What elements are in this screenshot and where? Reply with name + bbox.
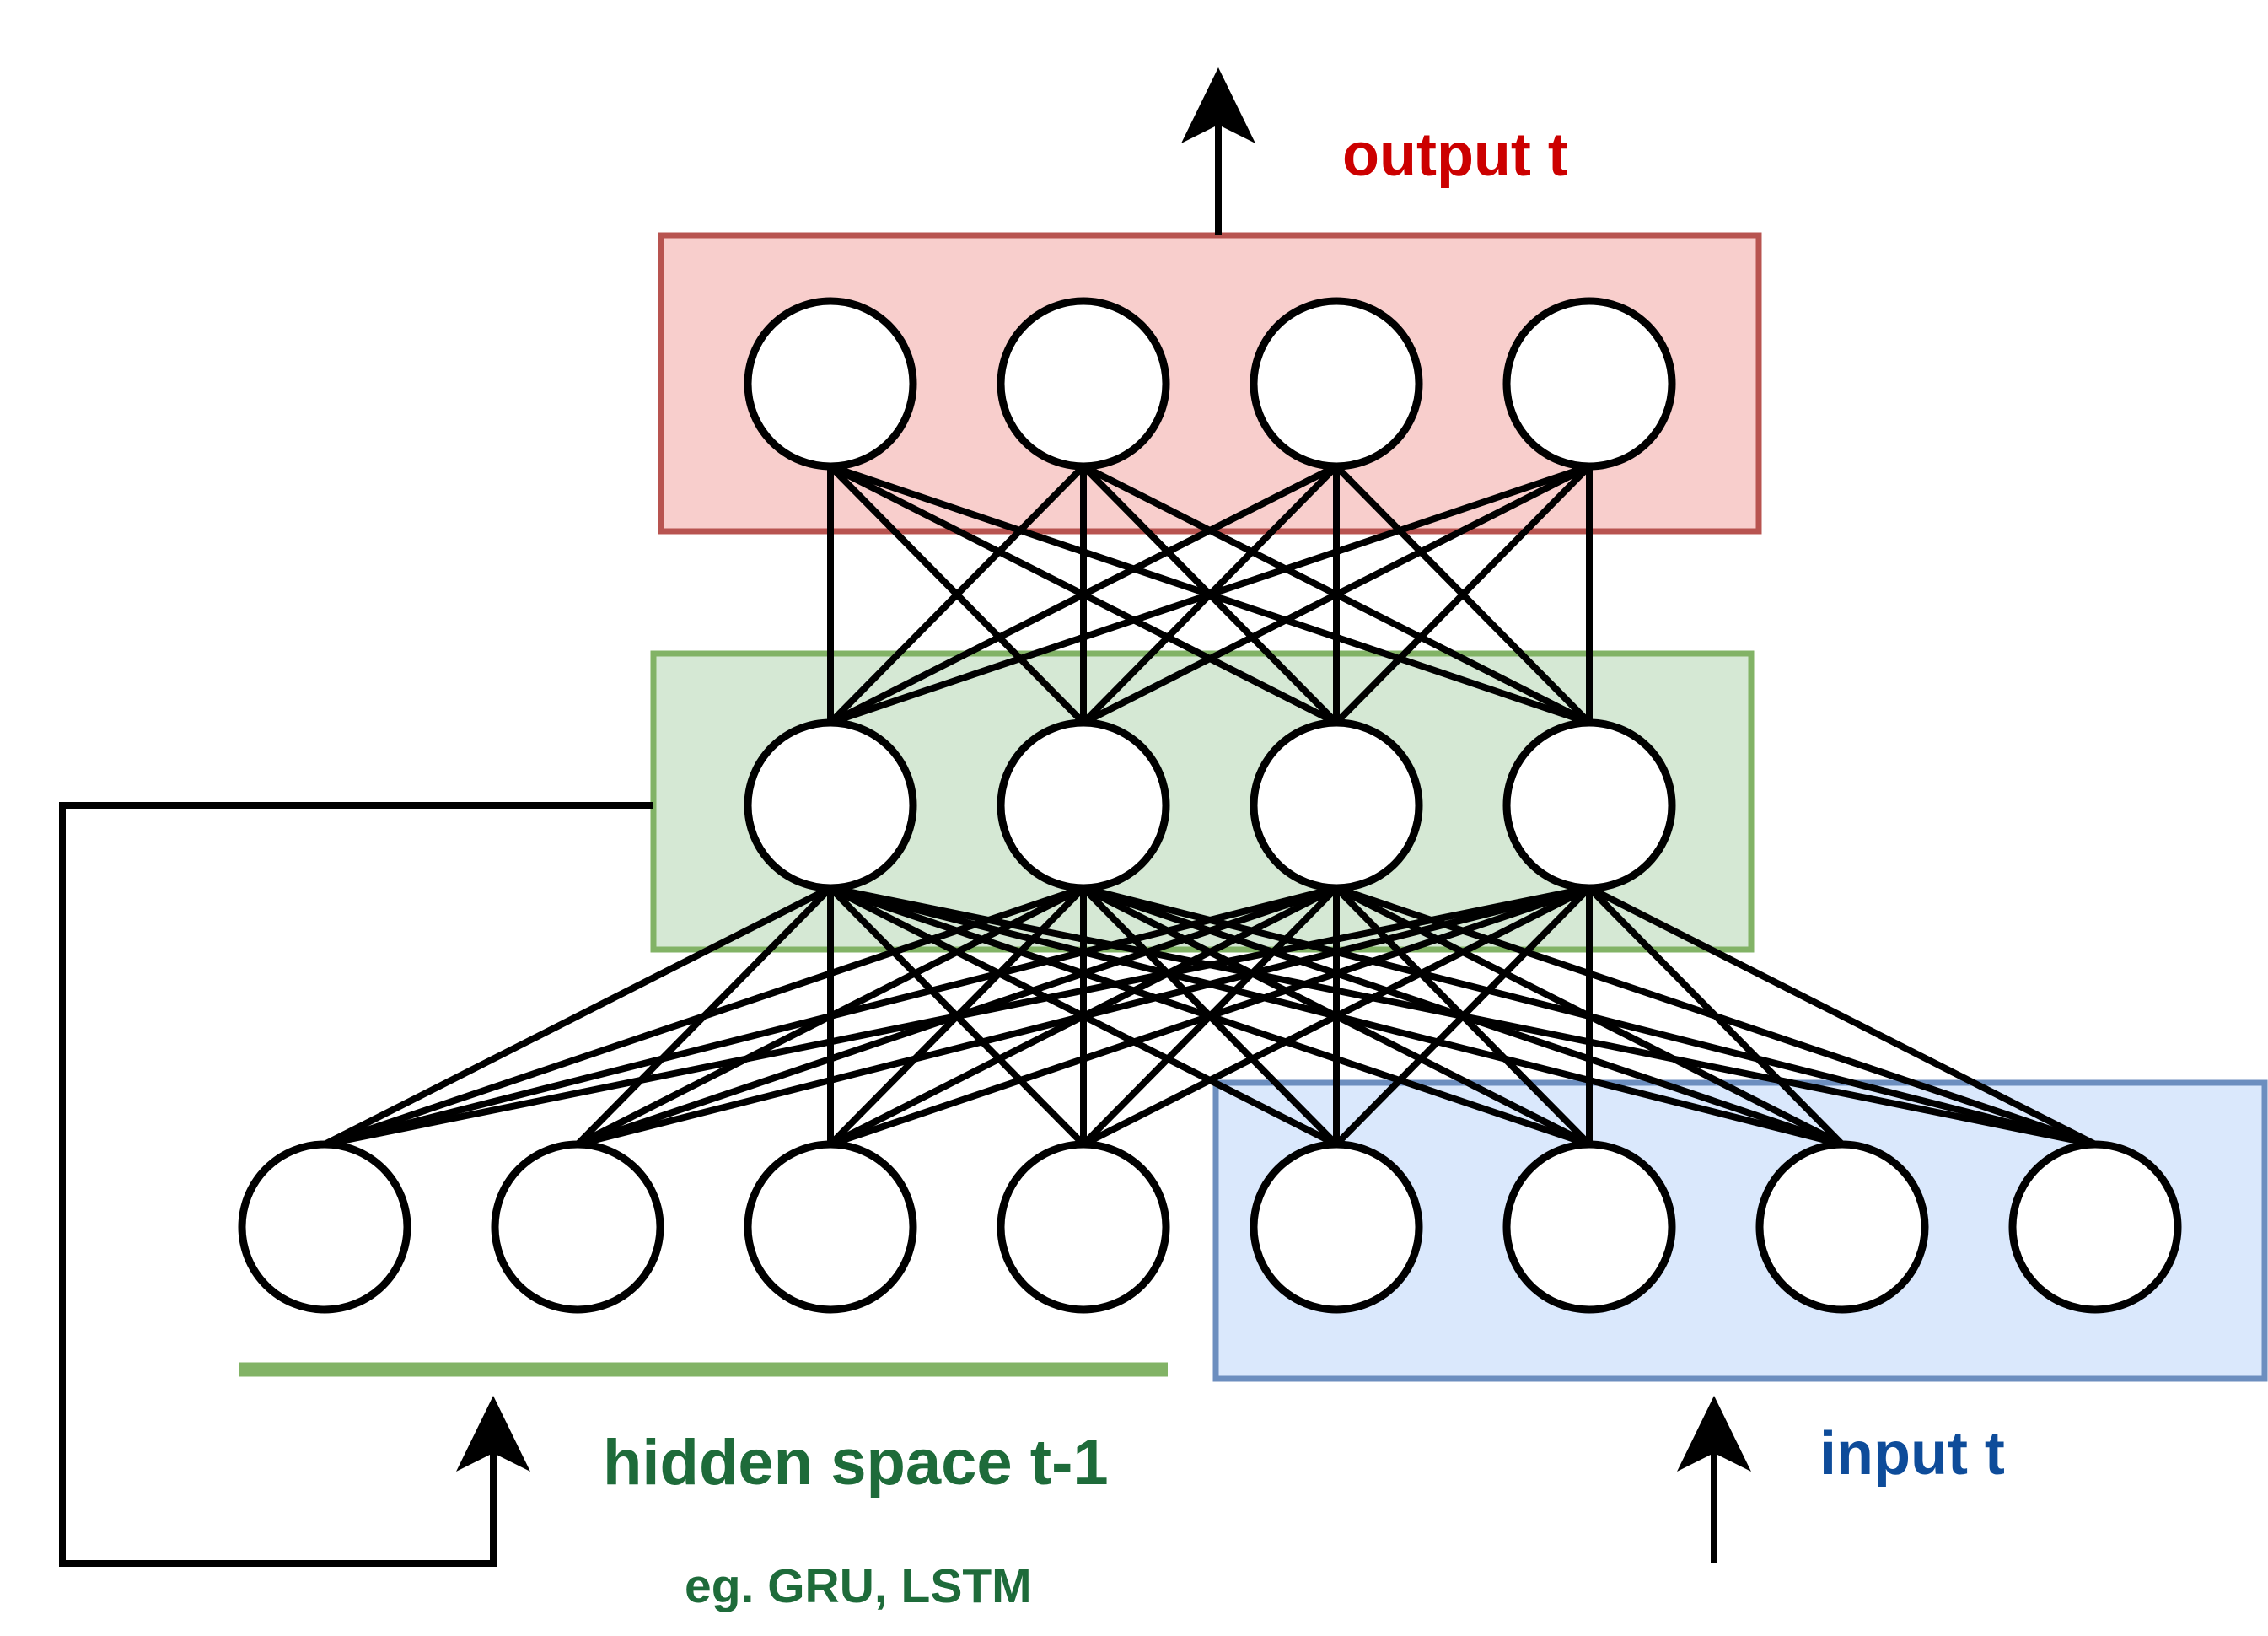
input-to-hidden-edge [577,885,1590,1148]
hidden-to-output-edge [1082,463,1591,726]
input-neuron [1502,1140,1676,1314]
input-neuron [2008,1140,2182,1314]
input-label: input t [1819,1420,2005,1488]
recurrent-feedback-line [59,802,653,1567]
input-neuron [1755,1140,1929,1314]
hidden-neuron [1250,718,1423,892]
input-arrowhead [1677,1396,1751,1472]
hidden-to-output-edge [829,463,1338,726]
hidden-neuron [744,718,917,892]
input-to-hidden-edge [1587,885,1845,1147]
input-neuron [1250,1140,1423,1314]
hidden-to-output-edge [828,464,1086,725]
input-to-hidden-edge [323,885,1085,1148]
output-neuron [997,297,1170,471]
output-arrowhead [1181,67,1255,143]
input-to-hidden-edge [1588,885,2097,1148]
hidden-space-label: hidden space t-1 [603,1427,1109,1499]
context-neuron [238,1140,411,1314]
hidden-to-output-edge [829,463,1591,726]
hidden-neuron [997,718,1170,892]
neuron-nodes [238,297,2182,1314]
context-input-arrowhead [456,1396,530,1472]
input-to-hidden-edge [324,885,1337,1148]
output-neuron [744,297,917,471]
connection-edges [323,463,2097,1148]
output-neuron [1250,297,1423,471]
hidden-space-note: eg. GRU, LSTM [685,1559,1032,1613]
output-label: output t [1342,121,1568,189]
input-to-hidden-edge [323,885,832,1148]
context-neuron [491,1140,664,1314]
context-neuron [997,1140,1170,1314]
input-to-hidden-edge [1334,885,1592,1147]
context-neuron [744,1140,917,1314]
input-to-hidden-edge [1082,885,1591,1148]
output-neuron [1502,297,1676,471]
hidden-neuron [1502,718,1676,892]
input-to-hidden-edge [324,885,1590,1148]
input-to-hidden-edge [829,885,1591,1148]
hidden-to-output-edge [1334,464,1592,725]
